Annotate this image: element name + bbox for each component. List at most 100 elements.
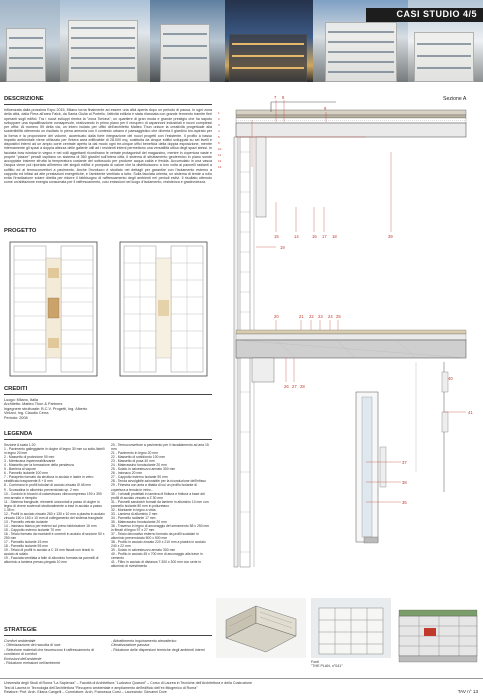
svg-text:40: 40 (448, 376, 453, 381)
strategy-item: Emissioni dell'ambiente (4, 656, 42, 661)
legend-item: 29 - Finestra con anta a ribalta di cui … (111, 483, 197, 492)
strategy-item: - Selezione materiali che favoriscono il… (4, 647, 95, 657)
legend-item: 6 - Pannello isolante 100 mm (4, 471, 48, 476)
svg-text:12: 12 (218, 159, 222, 163)
photo-building-1 (0, 0, 60, 82)
svg-text:20: 20 (274, 314, 279, 319)
legend-item: 24 - Materassino fonoisolante 20 mm (111, 463, 167, 468)
crediti-title: CREDITI (4, 386, 28, 392)
legend-item: 10 - Cordolo in blocchi di calcestruzzo … (4, 491, 102, 500)
legend-item: 19 - Facciata ventilata a falle di allum… (4, 556, 99, 565)
legend-item: 32 - Montante in legno a vista (111, 507, 156, 512)
strategy-item: - Abbattimento inquinamento atmosferico (111, 639, 177, 643)
descrizione-section: DESCRIZIONE Influenzata dalla prossima E… (4, 96, 212, 185)
footer-line-1: Università degli Studi di Roma "La Sapie… (4, 681, 253, 685)
svg-text:6: 6 (218, 141, 220, 145)
photo-building-2 (60, 0, 150, 82)
crediti-section: CREDITI Luogo: Milano, Italia Architetto… (4, 386, 212, 420)
section-label: Sezione A (443, 96, 467, 102)
photo-strip (0, 0, 483, 82)
svg-text:26: 26 (284, 384, 289, 389)
credit-line: Ingegnere strutturale: B.C.V. Progetti, … (4, 406, 88, 411)
legend-item: 40 - Profilo in acciaio 45 x 700 mm di a… (111, 552, 203, 561)
svg-text:16: 16 (312, 234, 317, 239)
legend-item: 19 - Telaio di profili in acciaio a C 15… (4, 548, 94, 557)
svg-text:2: 2 (218, 117, 220, 121)
floor-plan-left (9, 241, 98, 377)
legend-item: 26 - Intonaco 20 mm (111, 471, 143, 476)
window-frame (355, 391, 387, 544)
legend-item: 7 - Parapetto formato da struttura in ac… (4, 475, 94, 484)
credit-line: Luogo: Milano, Italia (4, 398, 38, 402)
legend-item: 16 - Telaio formato da montanti e corren… (4, 532, 105, 541)
floor-plan-right (119, 241, 208, 377)
svg-text:25: 25 (336, 314, 341, 319)
legend-item: 30 - I cristalli proiettati in lamiera d… (111, 491, 205, 500)
svg-text:22: 22 (309, 314, 314, 319)
svg-text:10: 10 (218, 147, 222, 151)
legend-item: 28 - Tenda avvolgibile azionabile per la… (111, 479, 207, 484)
svg-text:1: 1 (218, 111, 220, 115)
progetto-title: PROGETTO (4, 228, 37, 234)
legend-item: 13 - Pannello vetrato isolante (4, 519, 48, 524)
strategie-title: STRATEGIE (4, 627, 37, 633)
legend-item: 4 - Massetto per la formazione della pen… (4, 463, 74, 468)
svg-text:27: 27 (292, 384, 297, 389)
floor-slab (235, 329, 467, 383)
strategy-item: - Riduzione delle dispersioni termiche d… (111, 647, 205, 652)
legend-item: 8 - Corrimano in profili tubolari di acc… (4, 483, 92, 488)
legend-item: 5 - Barriera al vapore (4, 467, 36, 472)
legend-item: Sezione A scala 1:20 (4, 443, 36, 447)
legend-item: 35 - Materassino fonoisolante 20 mm (111, 519, 167, 524)
legend-item: 18 - Pannello isolante 55 mm (4, 544, 48, 549)
svg-text:36: 36 (402, 500, 407, 505)
legend-item: 2 - Massetto di protezione 50 mm (4, 455, 55, 460)
legend-item: 31 - Pannelli sandwich formati da lamier… (111, 499, 209, 508)
legend-item: 15 - Cappotto esterno isolante 70 mm (4, 527, 61, 532)
svg-text:7: 7 (274, 95, 277, 100)
strategie-section: STRATEGIE Comfort ambientale- Ottimizzaz… (4, 627, 212, 665)
legend-item: 27 - Cappotto esterno isolante 90 mm (111, 475, 168, 480)
axonometric-model-image (216, 598, 306, 658)
credit-line: Vintani, Ing. Claudio Cerra (4, 411, 49, 416)
svg-text:39: 39 (388, 234, 393, 239)
credit-line: Architetto: Matteo Thun & Partners (4, 402, 63, 407)
strategy-item: - Riduzione emissioni nell'ambiente (4, 661, 61, 666)
svg-text:9: 9 (324, 106, 327, 111)
page-title: CASI STUDIO 4/5 (366, 8, 483, 22)
legend-item: 11 - Sistema frangisole, elementi orizzo… (4, 499, 103, 512)
svg-text:18: 18 (332, 234, 337, 239)
svg-text:23: 23 (318, 314, 323, 319)
fonti-section: Fonti "THE PLAN, n°041" (311, 660, 411, 669)
legenda-column-2: 20 - Termoconvettore a pavimento per il … (111, 443, 212, 568)
legend-item: 14 - Intonaco bianco per esterni sul pri… (4, 523, 97, 528)
fonti-title: Fonti (311, 660, 319, 664)
svg-text:11: 11 (218, 153, 221, 157)
svg-text:8: 8 (282, 95, 285, 100)
floor-plans (4, 238, 212, 380)
legend-item: 21 - Pavimento in legno 20 mm (111, 451, 158, 456)
legend-item: 3 - Membrana impermeabilizzante (4, 459, 56, 464)
legend-item: 23 - Massetto di posa 40 mm (111, 459, 155, 464)
descrizione-title: DESCRIZIONE (4, 96, 44, 102)
label-15: 15 (274, 234, 279, 239)
svg-text:17: 17 (322, 234, 327, 239)
photo-building-night (225, 0, 313, 82)
svg-text:28: 28 (300, 384, 305, 389)
strategy-item: - Ottimizzazione del raccolta di luce (4, 643, 61, 648)
footer-line-2: Tesi di Laurea in Tecnologia dell'Archit… (4, 685, 198, 690)
svg-text:24: 24 (328, 314, 333, 319)
strategie-column-1: Comfort ambientale- Ottimizzazione del r… (4, 639, 105, 665)
facade-detail-image (311, 598, 391, 658)
legend-item: 37 - Telaio decorativo esterno formato d… (111, 532, 199, 541)
strategy-item: Climatizzazione passiva (111, 643, 150, 648)
svg-text:41: 41 (468, 410, 473, 415)
section-perspective-image (394, 598, 483, 674)
legend-item: 25 - Solaio in calcestruzzo armato 300 m… (111, 467, 176, 472)
footer: Università degli Studi di Roma "La Sapie… (0, 678, 483, 700)
svg-text:5: 5 (218, 135, 220, 139)
legend-item: 36 - Traverso in legno di ancoraggio del… (111, 523, 210, 532)
